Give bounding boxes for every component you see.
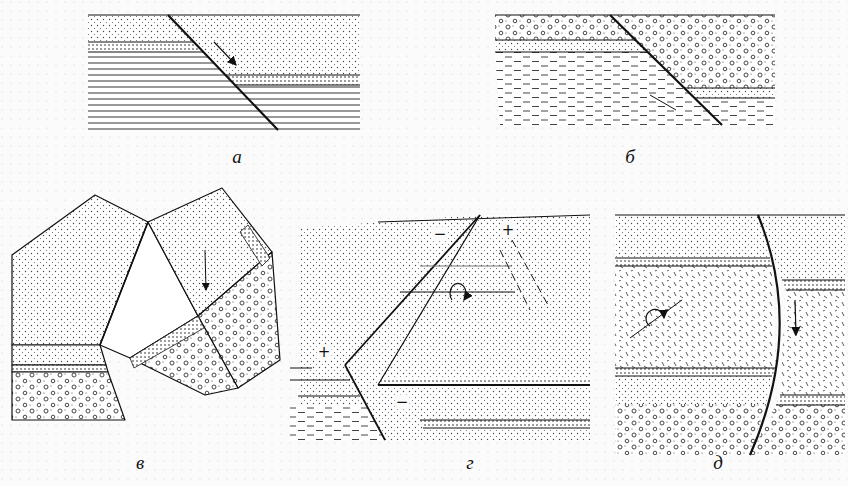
sign-mark: − <box>433 227 448 242</box>
sign-mark: + <box>317 345 332 360</box>
sign-mark: − <box>395 395 410 410</box>
panel-letter: д <box>713 453 723 472</box>
sign-mark: + <box>501 223 516 238</box>
panel-letter: б <box>625 147 635 166</box>
panel-letter: а <box>232 147 242 166</box>
panel-letter: в <box>136 453 144 472</box>
panel-letter: г <box>466 453 473 472</box>
